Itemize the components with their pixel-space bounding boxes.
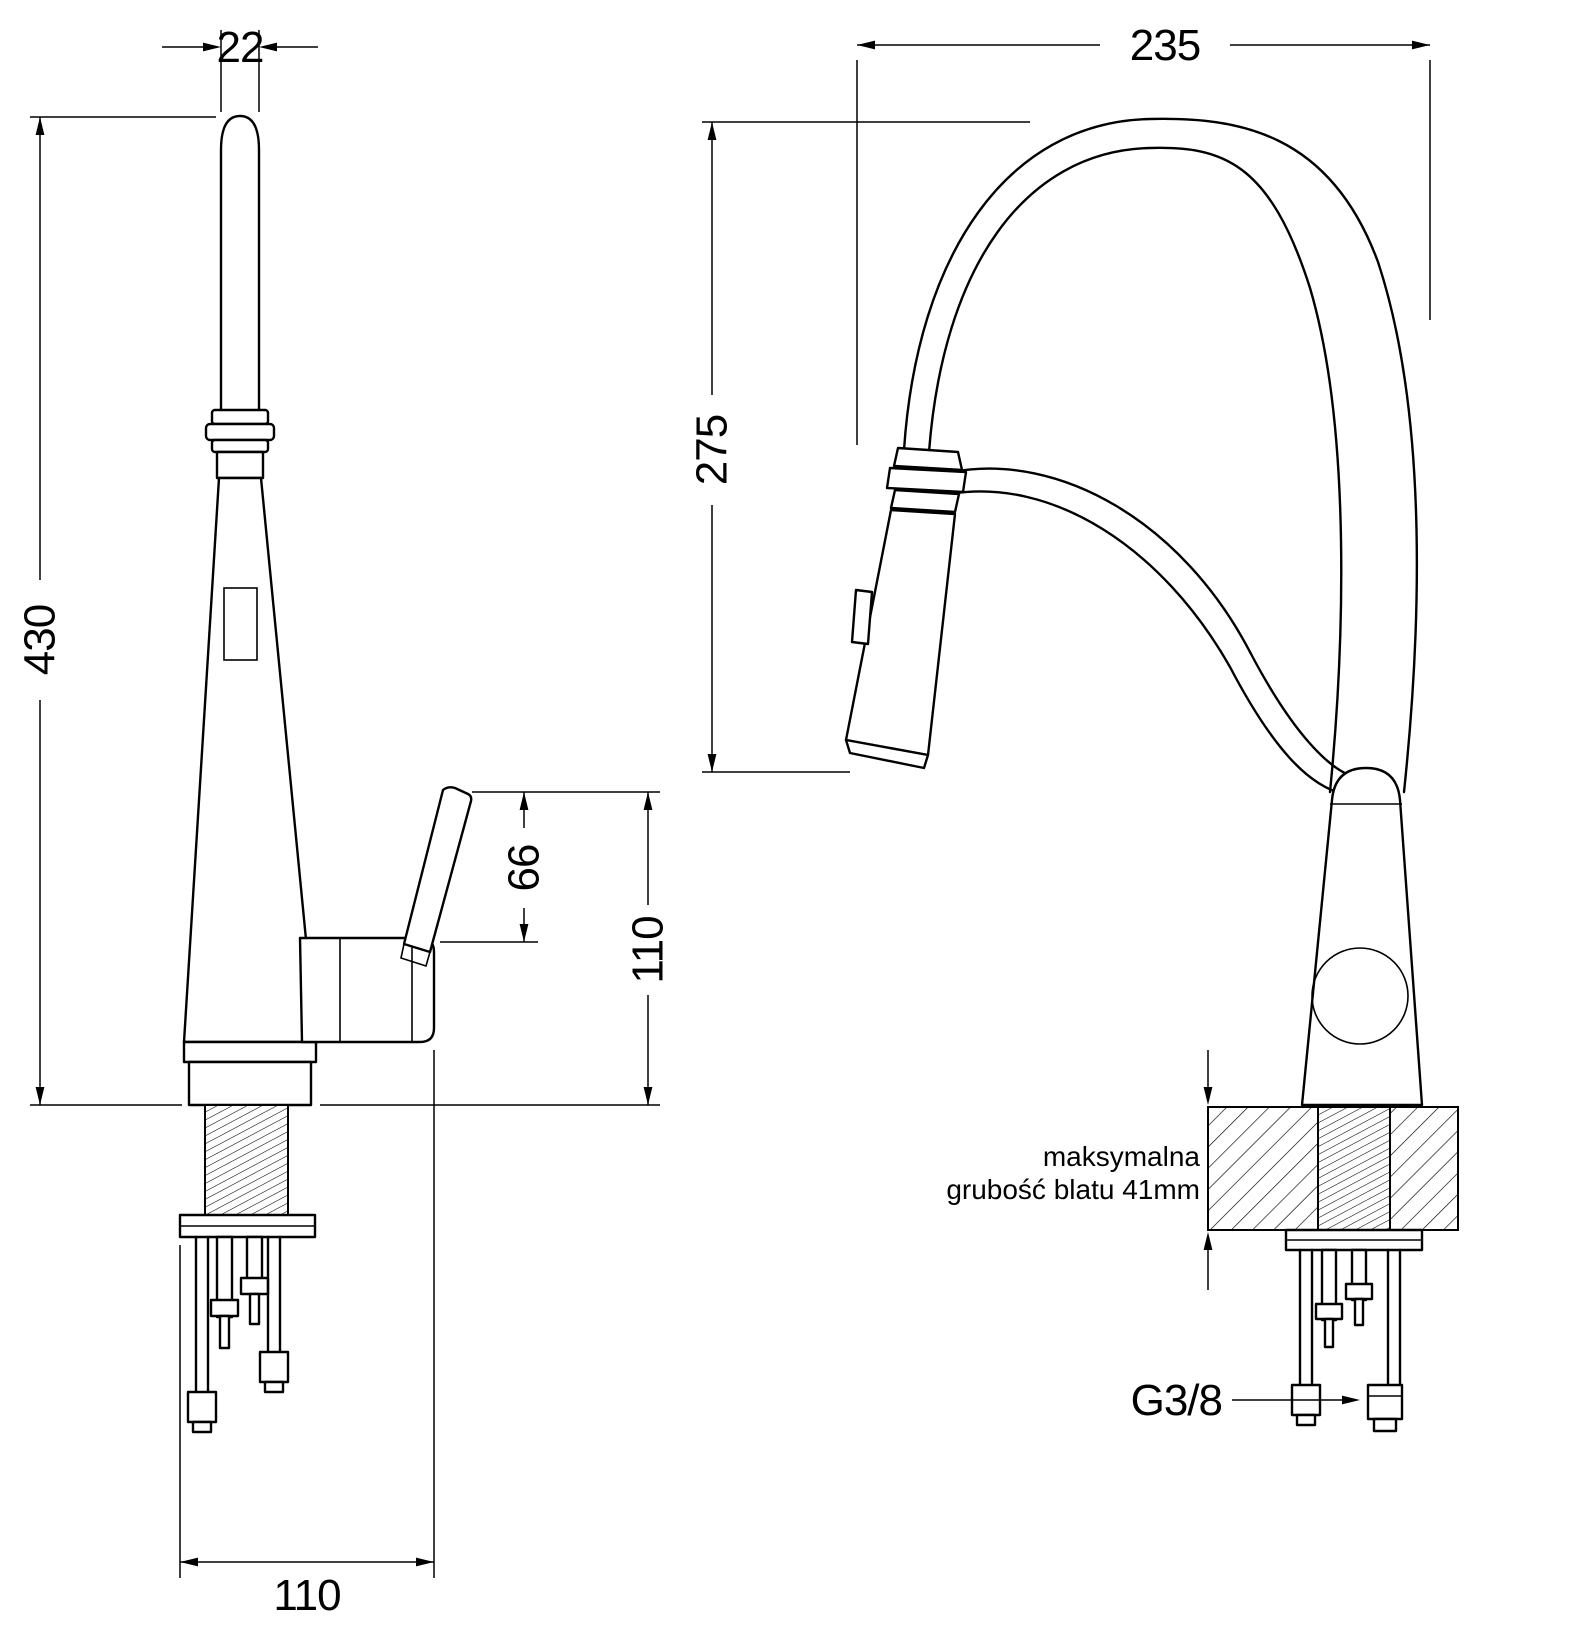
- ball-joint: [1311, 947, 1409, 1045]
- hose-fitting: [186, 1390, 218, 1424]
- dimension-66: 66: [440, 791, 660, 943]
- dim-label-275: 275: [688, 415, 737, 485]
- spray-outlet: [844, 738, 930, 770]
- spray-button: [850, 588, 874, 646]
- body-window: [223, 587, 258, 661]
- handle-lever: [400, 786, 473, 968]
- nut: [1344, 1282, 1374, 1301]
- dim-label-66: 66: [500, 845, 549, 892]
- faucet-column: [1300, 766, 1424, 1107]
- dim-label-110-height: 110: [624, 916, 673, 983]
- base-ring: [182, 1040, 318, 1064]
- nut: [209, 1298, 240, 1318]
- mounting-shank-front: [1317, 1106, 1391, 1231]
- thread-label: G3/8: [1131, 1376, 1360, 1425]
- nut: [239, 1276, 270, 1296]
- dimension-110-width: 110: [179, 1050, 435, 1620]
- dimension-22: 22: [162, 23, 318, 112]
- mounting-hardware: [186, 1235, 290, 1434]
- handle-joint: [298, 936, 436, 1044]
- dim-label-235: 235: [1130, 21, 1200, 70]
- spout-tube: [219, 114, 261, 412]
- worktop-note-line1: maksymalna: [1043, 1141, 1201, 1172]
- dimension-110-height: 110: [320, 792, 673, 1106]
- mounting-shank: [178, 1104, 317, 1239]
- dimension-235: 235: [856, 21, 1431, 445]
- pullout-hose: [948, 467, 1360, 796]
- side-view: 22 430 66: [16, 23, 673, 1620]
- mounting-hardware-front: [1284, 1228, 1424, 1433]
- dim-label-430: 430: [16, 605, 65, 675]
- g38-fitting: [1366, 1383, 1404, 1421]
- dimension-430: 430: [16, 116, 216, 1106]
- hose-fitting: [258, 1350, 290, 1384]
- dim-label-110-width: 110: [273, 1571, 340, 1620]
- thread-label-text: G3/8: [1131, 1376, 1222, 1425]
- faucet-body: [182, 476, 318, 1107]
- spray-head: [844, 446, 968, 770]
- worktop-note-line2: grubość blatu 41mm: [946, 1174, 1200, 1205]
- front-view: 235 275 maksymalna grubość blatu 41mm G3…: [688, 21, 1459, 1433]
- aerator-connector: [204, 408, 276, 480]
- spout-arc: [902, 117, 1419, 794]
- base-foot: [187, 1060, 313, 1107]
- nut: [1314, 1302, 1344, 1321]
- worktop-thickness-note: maksymalna grubość blatu 41mm: [946, 1050, 1213, 1290]
- dim-label-22: 22: [217, 23, 264, 72]
- dimension-275: 275: [688, 121, 1030, 773]
